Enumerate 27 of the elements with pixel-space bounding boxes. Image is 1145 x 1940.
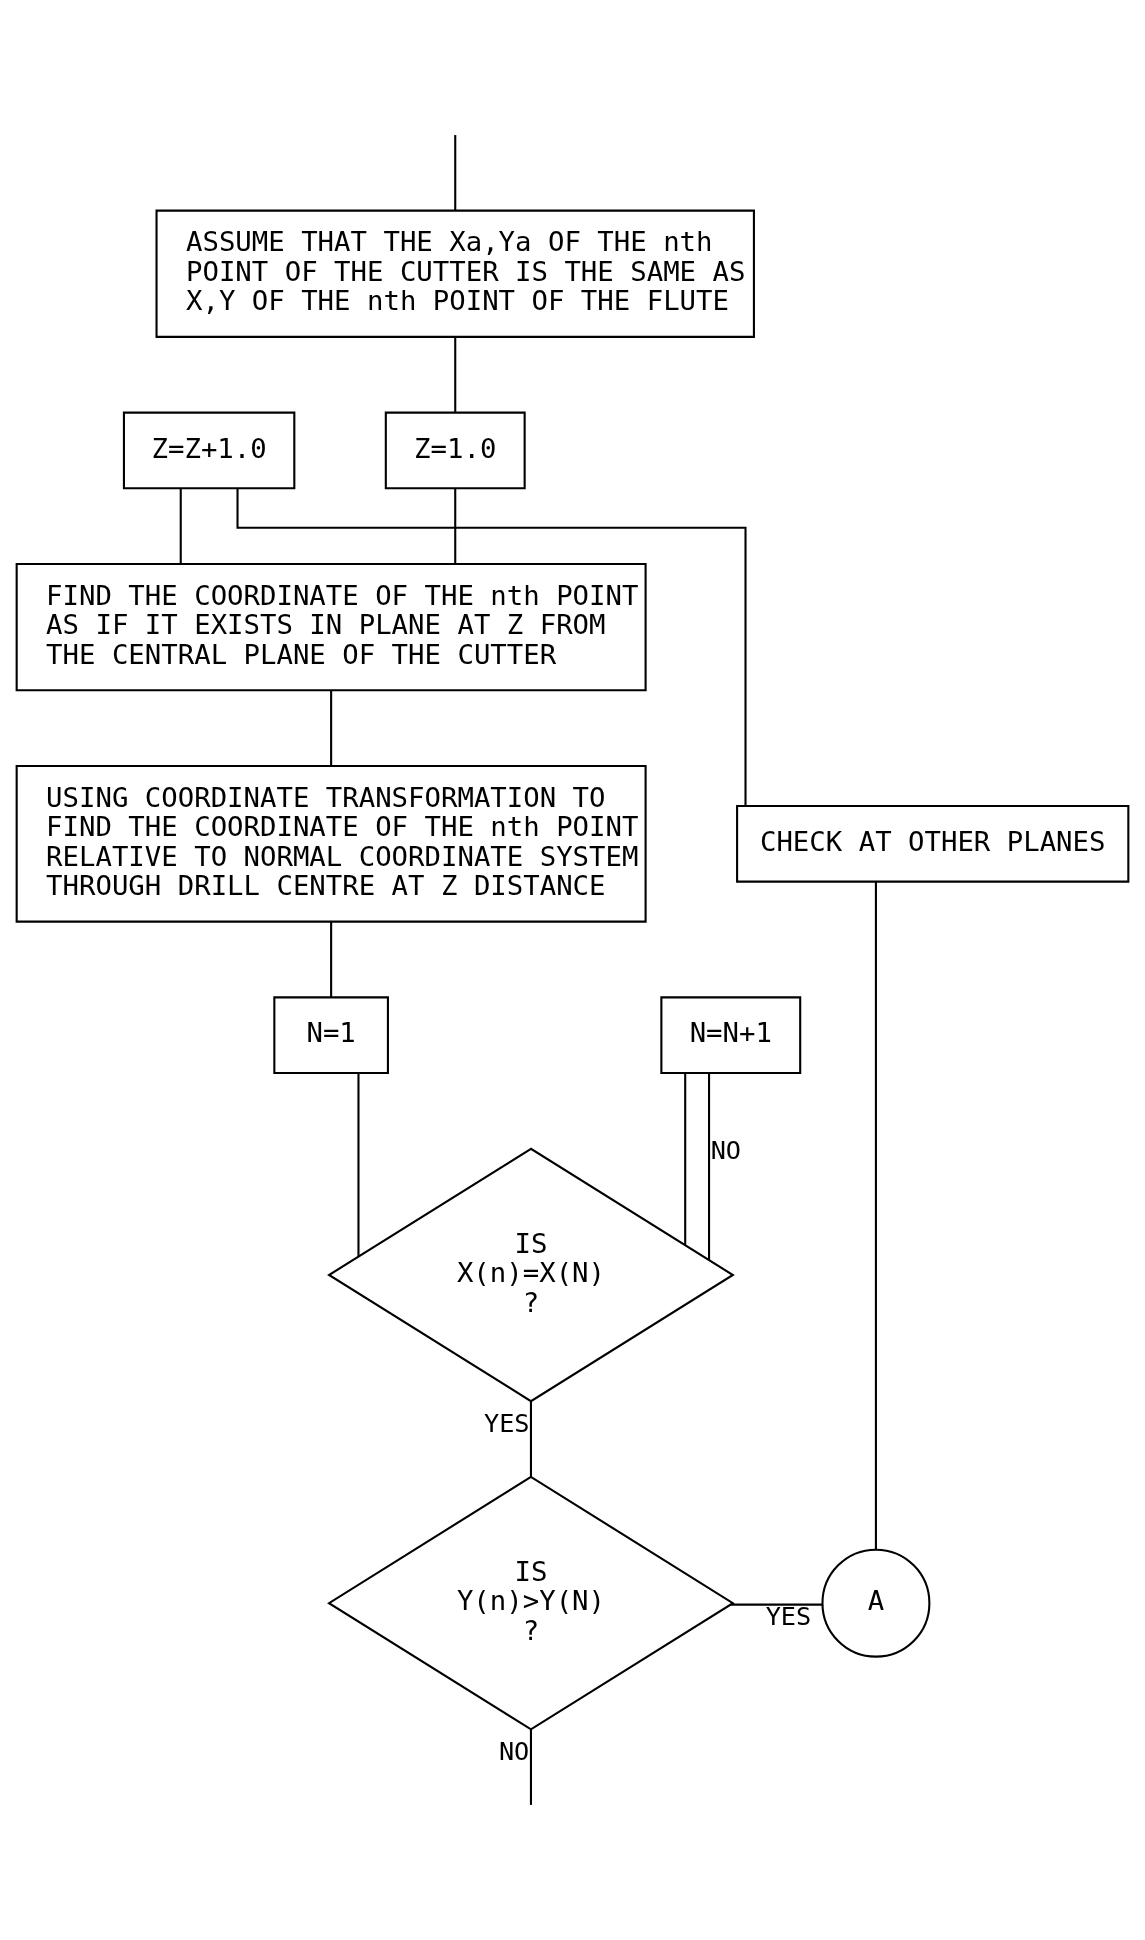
connector [529,1729,532,1805]
node-box: Z=1.0 [384,411,526,490]
node-box: N=1 [273,996,389,1075]
connector [179,488,182,564]
node-box: USING COORDINATE TRANSFORMATION TO FIND THE COORDINATE OF THE nth POINT RELATIVE TO NORMAL COORDINATE SYSTEM THROUGH DRILL CENTRE AT Z DISTANCE [15,764,647,923]
edge-label: YES [483,1409,530,1439]
node-box: Z=Z+1.0 [122,411,296,490]
edge-label: NO [498,1737,530,1767]
node-box: N=N+1 [660,996,802,1075]
connector [454,488,457,564]
connector [454,337,457,412]
connector [529,1401,532,1477]
connector [454,135,457,211]
connector [708,1073,711,1260]
connector [730,1603,823,1606]
connector [684,1073,687,1245]
connector [330,690,333,766]
node-diamond: IS Y(n)>Y(N) ? [327,1475,735,1731]
connector [874,881,877,1550]
connector [357,1073,360,1257]
connector [236,489,747,806]
node-box: CHECK AT OTHER PLANES [736,804,1130,883]
node-box: FIND THE COORDINATE OF THE nth POINT AS IF IT EXISTS IN PLANE AT Z FROM THE CENTRAL PLANE OF THE CUTTER [15,563,647,692]
edge-label: YES [765,1601,812,1631]
node-circle: A [821,1548,931,1658]
connector [330,921,333,998]
node-box: ASSUME THAT THE Xa,Ya OF THE nth POINT OF THE CUTTER IS THE SAME AS X,Y OF THE nth POINT OF THE FLUTE [155,209,755,338]
